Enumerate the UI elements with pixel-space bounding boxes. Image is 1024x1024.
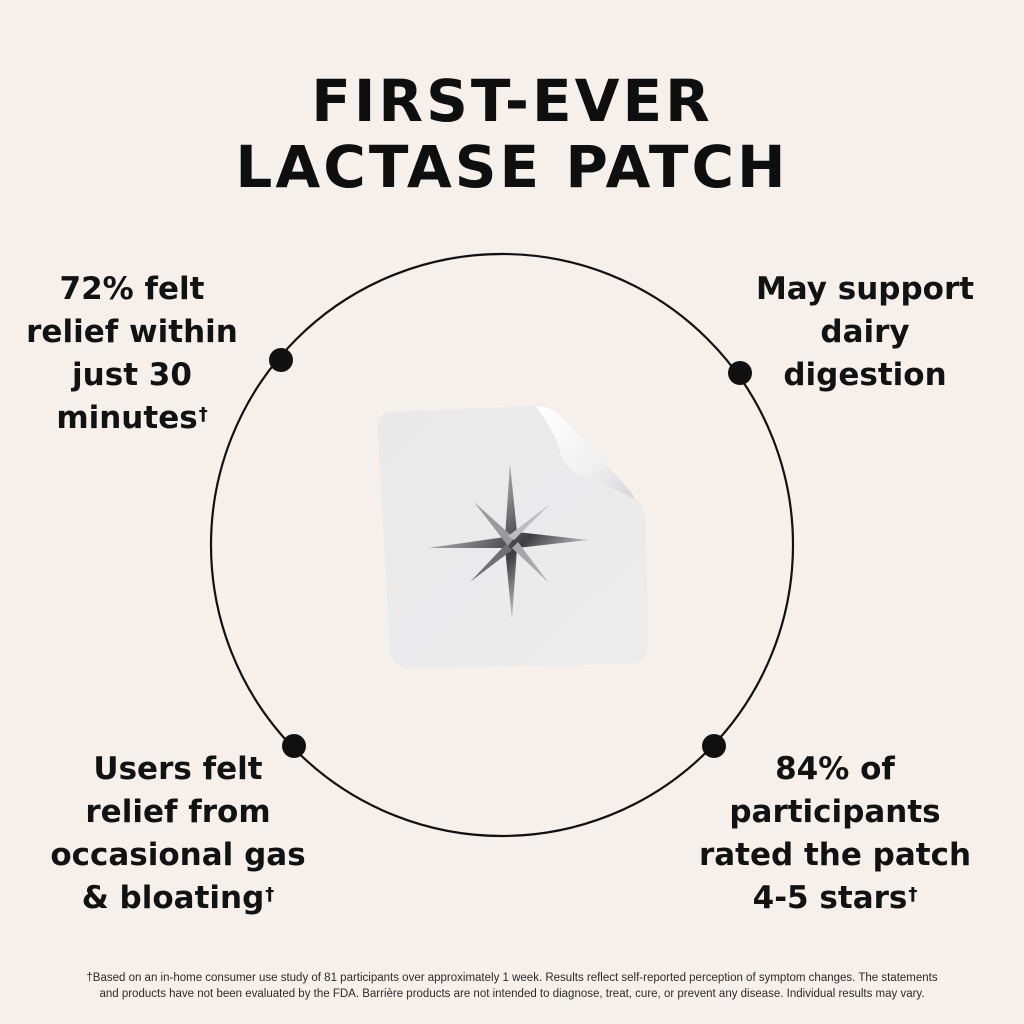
dagger-footnote-mark: † — [265, 884, 275, 905]
callout-dairy-digestion: May support dairy digestion — [715, 268, 1015, 397]
callout-line: occasional gas — [50, 837, 306, 873]
callout-line: participants — [729, 794, 941, 830]
callout-line: rated the patch — [698, 837, 972, 873]
callout-line: 4-5 stars — [752, 880, 908, 916]
silver-star-icon — [428, 464, 588, 620]
callout-line: minutes — [56, 400, 198, 436]
disclaimer-footnote: †Based on an in-home consumer use study … — [30, 970, 994, 1002]
disclaimer-line-2: and products have not been evaluated by … — [99, 988, 925, 1000]
callout-gas-bloating: Users felt relief from occasional gas & … — [28, 748, 328, 920]
callout-line: 72% felt — [59, 271, 205, 307]
ring-dot-top-left — [269, 348, 293, 372]
headline-line-1: FIRST-EVER — [311, 67, 713, 135]
callout-line: May support — [755, 271, 975, 307]
callout-line: & bloating — [81, 880, 265, 916]
ring-circle — [209, 252, 795, 838]
callout-line: digestion — [783, 357, 947, 393]
callout-line: 84% of — [775, 751, 895, 787]
headline-line-2: LACTASE PATCH — [235, 133, 789, 201]
ring-dot-top-right — [728, 361, 752, 385]
callout-line: relief from — [85, 794, 271, 830]
dagger-footnote-mark: † — [198, 404, 208, 425]
callout-line: relief within — [26, 314, 238, 350]
dagger-footnote-mark: † — [908, 884, 918, 905]
patch-curl — [536, 406, 634, 499]
disclaimer-line-1: †Based on an in-home consumer use study … — [86, 972, 938, 984]
ring-dot-bottom-left — [282, 734, 306, 758]
callout-line: dairy — [820, 314, 910, 350]
callout-line: Users felt — [93, 751, 263, 787]
callout-relief-30-minutes: 72% felt relief within just 30 minutes† — [0, 268, 282, 440]
lactase-patch-image — [370, 400, 660, 680]
callout-line: just 30 — [72, 357, 192, 393]
ring-dot-bottom-right — [702, 734, 726, 758]
callout-star-rating: 84% of participants rated the patch 4-5 … — [685, 748, 985, 920]
